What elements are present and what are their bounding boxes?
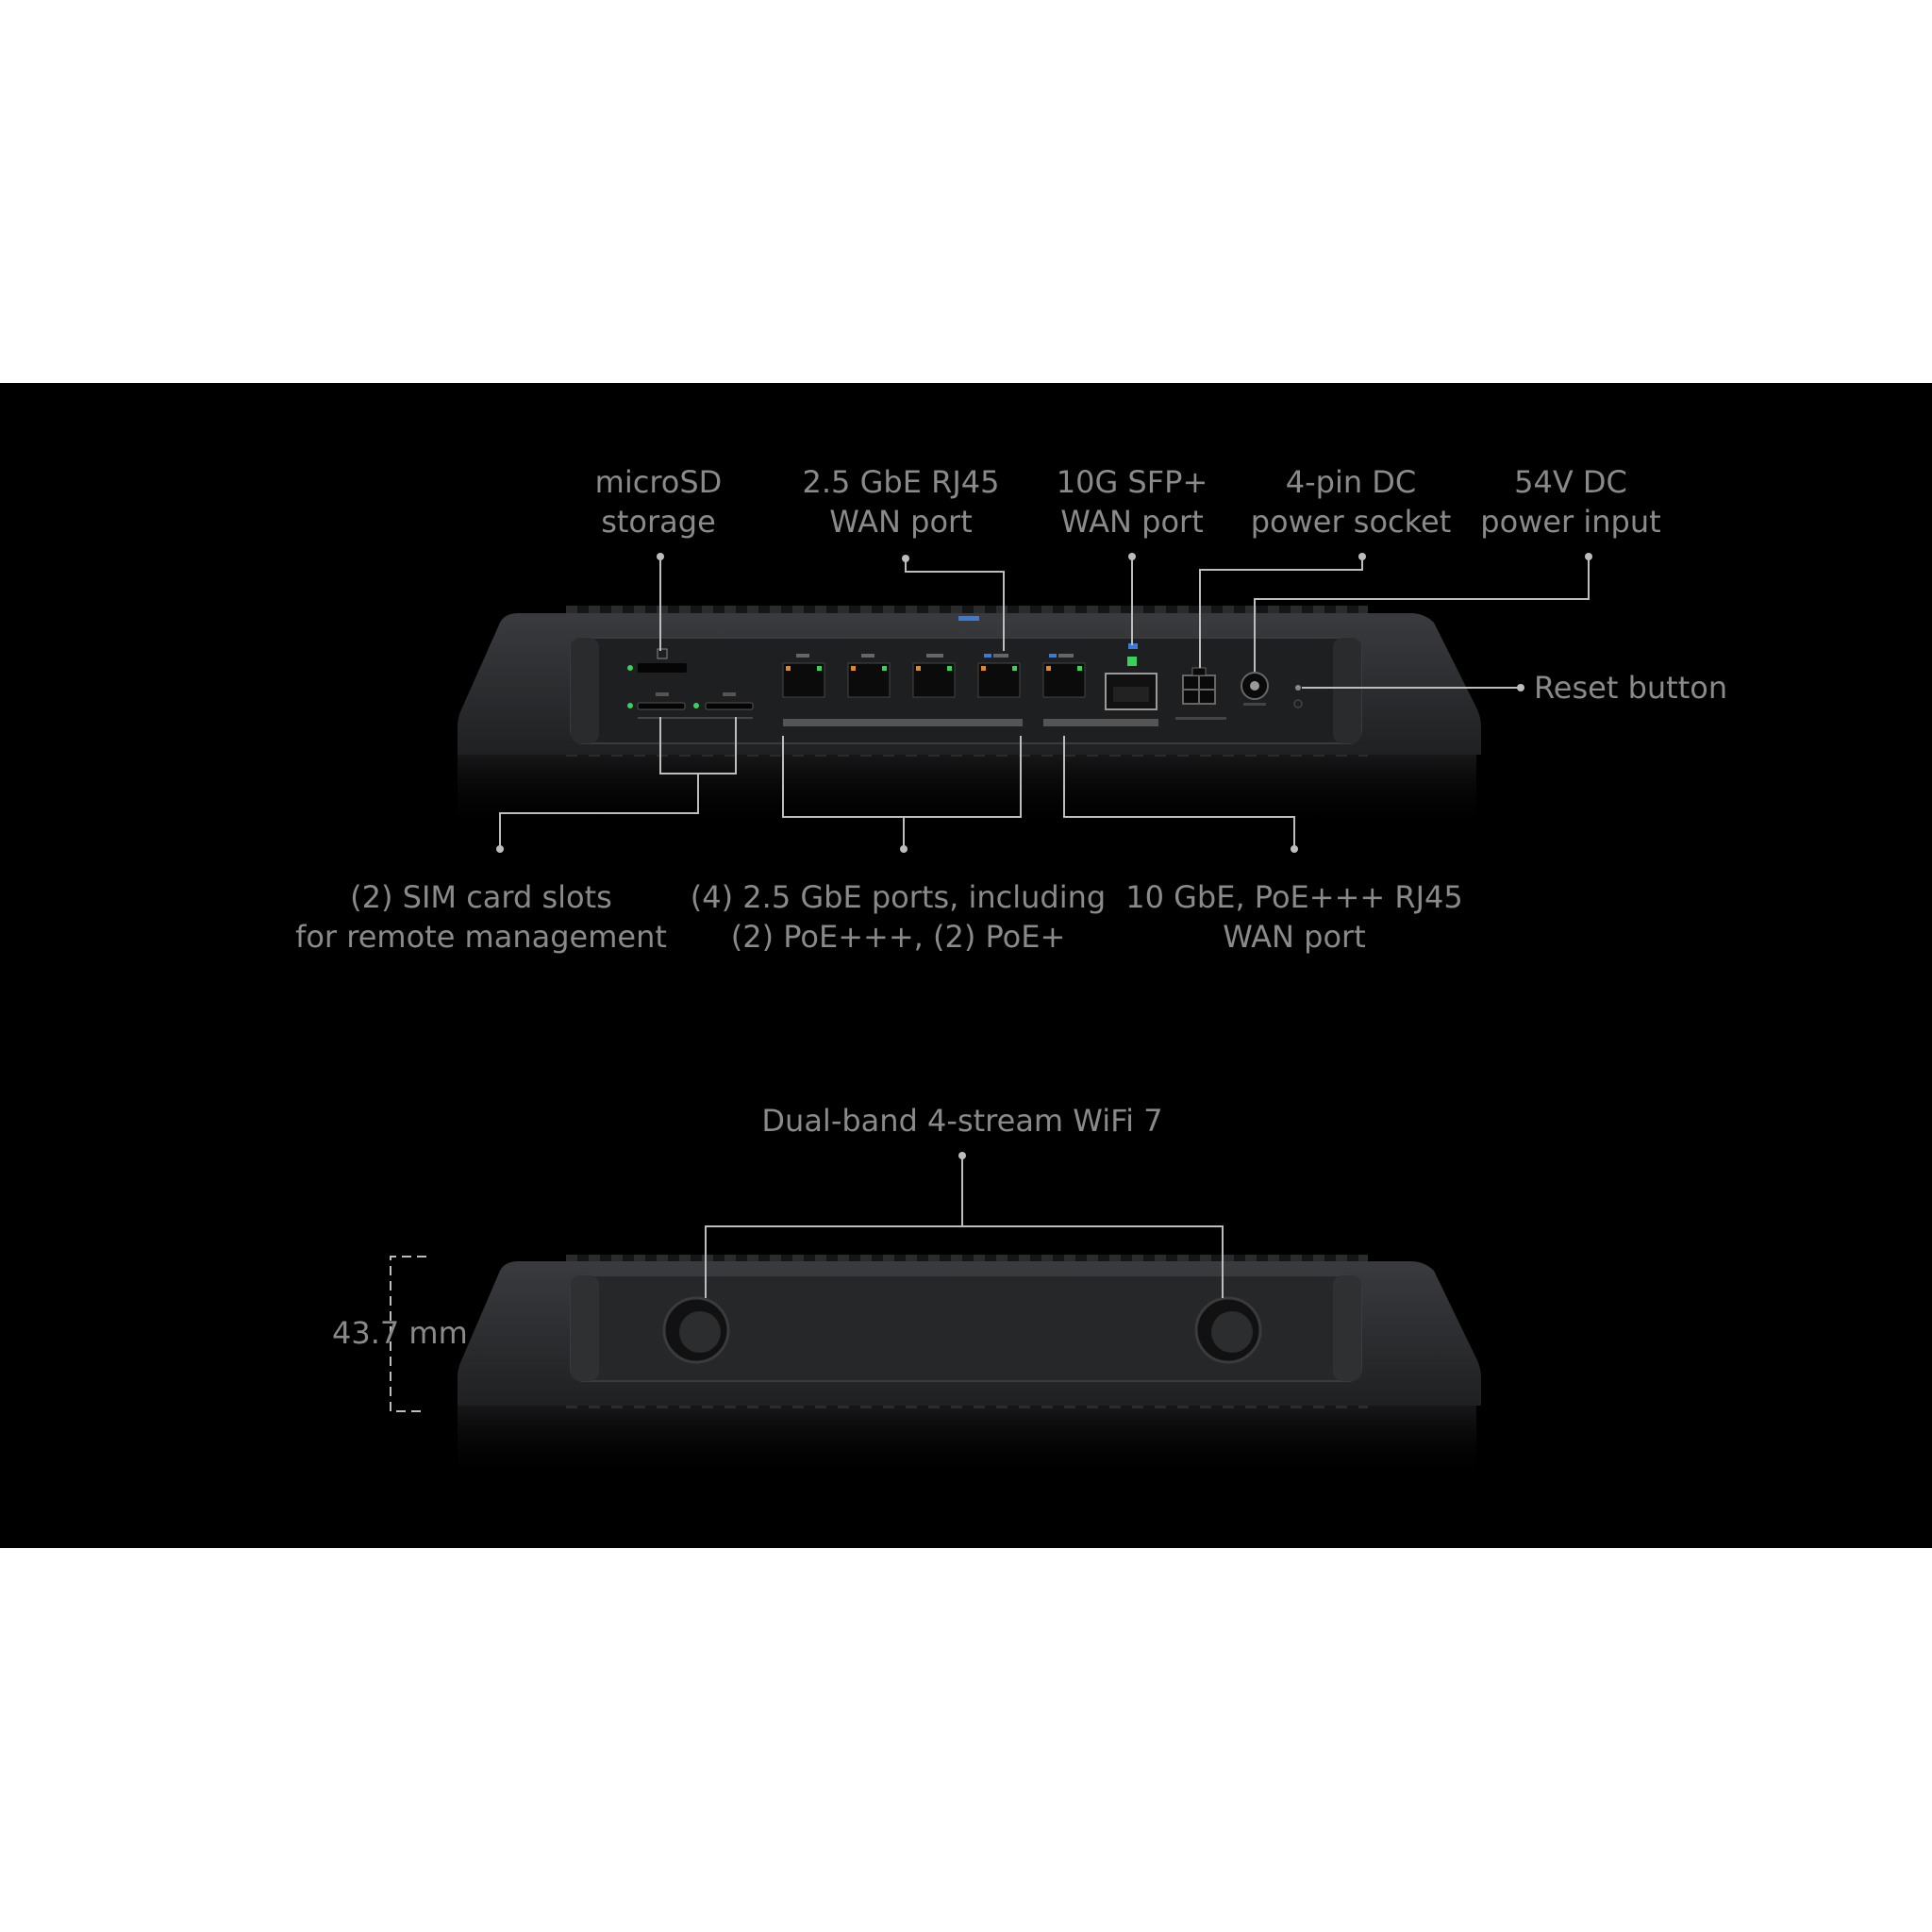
label-line: WAN port	[1060, 504, 1204, 540]
label-line: power socket	[1250, 504, 1452, 540]
label-54v-dc: 54V DC power input	[1480, 462, 1660, 541]
label-4pin-dc: 4-pin DC power socket	[1251, 462, 1452, 541]
right-end-cap-2	[1333, 1275, 1361, 1381]
label-line: microSD	[594, 464, 723, 500]
callout-dots	[496, 553, 1592, 1159]
power-socket-icon	[1175, 667, 1226, 720]
label-line: WAN port	[829, 504, 973, 540]
sim-slot-icon	[627, 692, 754, 719]
callout-lines	[390, 557, 1590, 1412]
label-10gbe-wan: 10 GbE, PoE+++ RJ45 WAN port	[1125, 877, 1463, 957]
label-line: 10G SFP+	[1056, 464, 1208, 500]
label-sim-slots: (2) SIM card slots for remote management	[295, 877, 667, 957]
label-line: Reset button	[1534, 670, 1728, 706]
label-microsd: microSD storage	[595, 462, 723, 541]
label-line: storage	[601, 504, 716, 540]
label-line: power input	[1480, 504, 1661, 540]
sfp-cage-icon	[1105, 643, 1158, 710]
antenna-connector-icon	[662, 1296, 1262, 1364]
router-back-view	[458, 1255, 1481, 1481]
label-line: 2.5 GbE RJ45	[802, 464, 1000, 500]
left-end-cap	[571, 638, 599, 743]
label-line: 54V DC	[1514, 464, 1627, 500]
blue-indicator-top	[958, 616, 979, 621]
rj45-port-icon	[782, 654, 1158, 726]
label-height: 43.7 mm	[332, 1313, 468, 1353]
label-line: (2) SIM card slots	[350, 879, 612, 915]
label-line: (4) 2.5 GbE ports, including	[690, 879, 1107, 915]
label-line: 43.7 mm	[332, 1315, 468, 1351]
label-line: Dual-band 4-stream WiFi 7	[761, 1103, 1163, 1139]
microsd-slot-icon	[627, 648, 687, 673]
label-line: (2) PoE+++, (2) PoE+	[730, 919, 1066, 955]
left-end-cap-2	[571, 1275, 599, 1381]
label-line: for remote management	[295, 919, 667, 955]
label-line: 4-pin DC	[1285, 464, 1417, 500]
reset-pinhole-icon	[1293, 685, 1303, 708]
label-lan-ports: (4) 2.5 GbE ports, including (2) PoE+++,…	[691, 877, 1106, 957]
right-end-cap	[1333, 638, 1361, 743]
dc-jack-icon	[1241, 672, 1269, 706]
bottom-reflection	[458, 1406, 1476, 1481]
label-sfp: 10G SFP+ WAN port	[1057, 462, 1208, 541]
label-line: 10 GbE, PoE+++ RJ45	[1125, 879, 1463, 915]
top-reflection	[458, 755, 1476, 830]
label-wan-rj45: 2.5 GbE RJ45 WAN port	[803, 462, 1000, 541]
router-front-view	[458, 606, 1481, 830]
label-wifi: Dual-band 4-stream WiFi 7	[761, 1101, 1162, 1141]
label-reset: Reset button	[1534, 668, 1727, 708]
label-line: WAN port	[1223, 919, 1366, 955]
